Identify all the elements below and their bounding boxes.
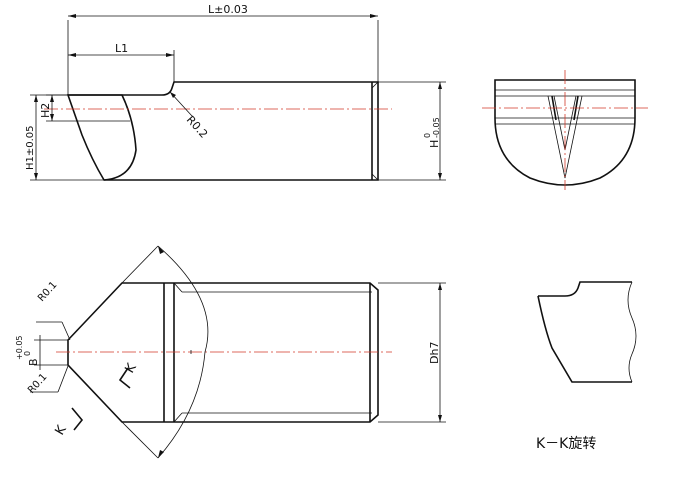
- angle-arc: [157, 245, 209, 459]
- dim-h2: H2: [39, 103, 52, 118]
- top-view-outline: [67, 282, 379, 423]
- side-view: L±0.03 L1 R0.2 H2 H1±0.05 H 0 -0.05: [25, 3, 446, 181]
- dim-dh7: Dh7: [428, 342, 441, 364]
- dim-length-1: L1: [115, 42, 128, 55]
- top-view: R0.1 R0.1 B +0.05 0 Dh7 K K: [15, 245, 446, 459]
- dim-b-tol-lower: 0: [23, 351, 32, 356]
- end-view: [482, 70, 648, 190]
- section-marker-k: [118, 367, 131, 389]
- dim-h-tol-lower: -0.05: [432, 117, 441, 138]
- dim-h-main: H: [428, 140, 441, 148]
- dim-length-total: L±0.03: [208, 3, 248, 16]
- section-break-line: [627, 281, 637, 383]
- dim-r-upper: R0.1: [36, 280, 59, 304]
- cutting-face: [68, 94, 137, 181]
- section-view-title: K－K旋转: [536, 436, 596, 452]
- section-label-kl: K: [52, 423, 69, 438]
- section-view: K－K旋转: [536, 281, 637, 452]
- dim-radius-top: R0.2: [184, 113, 210, 140]
- end-view-outline: [494, 79, 636, 186]
- dim-h1: H1±0.05: [25, 125, 36, 170]
- section-outline: [538, 281, 632, 297]
- dim-b-tol-upper: +0.05: [15, 335, 24, 360]
- section-marker-kl: [71, 407, 84, 431]
- side-view-outline: [66, 81, 379, 181]
- dim-b-main: B: [27, 358, 40, 366]
- dim-h-tol-upper: 0: [423, 133, 432, 138]
